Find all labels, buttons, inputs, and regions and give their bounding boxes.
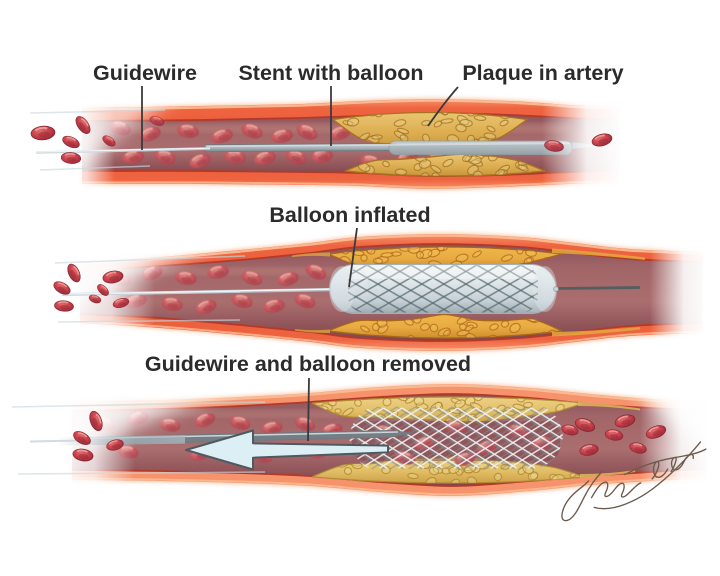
svg-text:Guidewire and balloon removed: Guidewire and balloon removed xyxy=(145,352,471,376)
svg-text:Stent with balloon: Stent with balloon xyxy=(238,61,423,85)
svg-text:Plaque in artery: Plaque in artery xyxy=(462,61,623,85)
svg-text:Guidewire: Guidewire xyxy=(93,61,197,85)
svg-text:Balloon inflated: Balloon inflated xyxy=(269,203,430,227)
